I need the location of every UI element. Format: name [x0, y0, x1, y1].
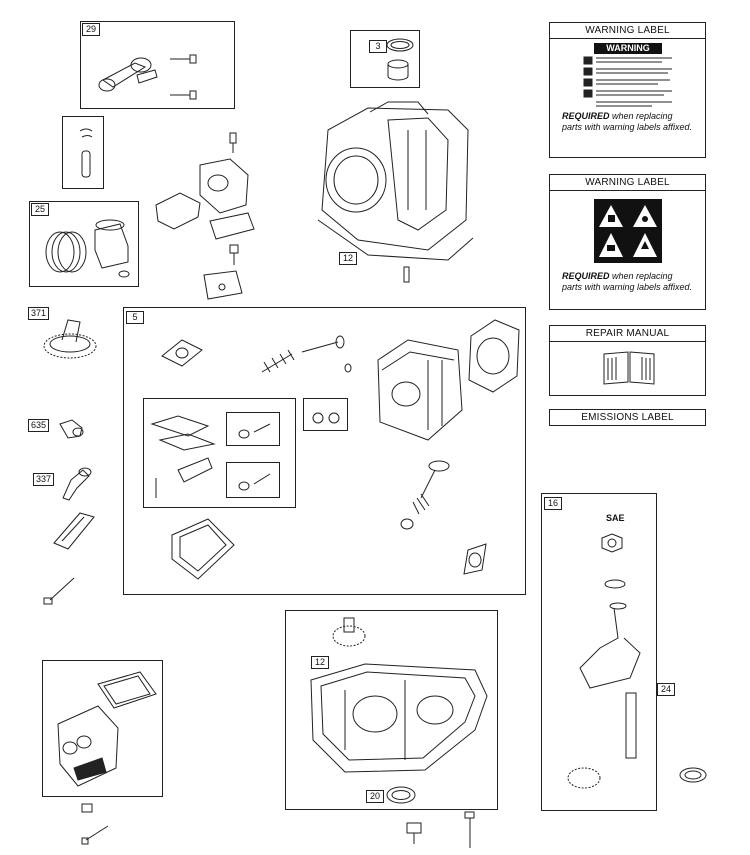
pivot-stud-drawing-a — [236, 418, 276, 442]
exhaust-valve-drawing — [395, 458, 455, 533]
callout-12-upper: 12 — [339, 252, 357, 265]
rocker-cover-gasket-drawing — [168, 515, 238, 585]
bolt-drawing — [40, 572, 80, 608]
cylinder-head-drawing — [368, 330, 468, 450]
emissions-label: EMISSIONS LABEL — [549, 409, 706, 426]
hazard-pictograms-icon — [594, 199, 662, 263]
crankcase-cover-drawing — [305, 660, 490, 780]
breather-parts-drawing — [150, 125, 260, 305]
crankshaft-standard-label: SAE — [606, 513, 625, 523]
valve-spring-drawing — [252, 332, 352, 382]
exhaust-gasket-drawing — [460, 540, 490, 580]
breather-tube-drawing — [50, 505, 100, 555]
callout-24: 24 — [657, 683, 675, 696]
group-29-box — [80, 21, 235, 109]
governor-shaft-drawing — [55, 462, 95, 502]
required-text: REQUIRED — [562, 111, 610, 121]
pivot-subgroup-box-a — [226, 412, 280, 446]
callout-371: 371 — [28, 307, 50, 320]
warning-label-1-note: REQUIRED when replacing parts with warni… — [550, 111, 705, 133]
valve-seat-drawing — [380, 34, 420, 84]
dowel-pin-drawing — [402, 266, 412, 284]
head-gasket-drawing — [465, 316, 523, 396]
crankshaft-drawing — [560, 528, 650, 798]
piston-pin-box — [62, 116, 104, 189]
required-text-2: REQUIRED — [562, 271, 610, 281]
oil-seal-part-drawing — [58, 418, 88, 440]
required-detail: when replacing parts with warning labels… — [562, 111, 693, 132]
callout-337: 337 — [33, 473, 55, 486]
connecting-rod-drawing — [95, 45, 225, 105]
emissions-label-title: EMISSIONS LABEL — [581, 412, 674, 423]
crankcase-cover-box — [285, 610, 498, 810]
rocker-arms-drawing — [148, 410, 223, 502]
callout-3: 3 — [369, 40, 387, 53]
callout-12-lower: 12 — [311, 656, 329, 669]
callout-5: 5 — [126, 311, 144, 324]
rocker-subgroup-box — [143, 398, 296, 508]
callout-635: 635 — [28, 419, 50, 432]
warning-instructions-icon — [582, 55, 676, 109]
pivot-subgroup-box-b — [226, 462, 280, 498]
valve-keeper-drawing — [310, 408, 344, 426]
warning-label-1: WARNING LABEL WARNING REQUIRED when repl… — [549, 22, 706, 158]
group-5-box — [123, 307, 526, 595]
callout-29: 29 — [82, 23, 100, 36]
repair-manual-label: REPAIR MANUAL — [549, 325, 706, 396]
rocker-cover-box — [42, 660, 163, 797]
oil-seal-drawing — [678, 765, 708, 785]
piston-pin-drawing — [70, 125, 100, 185]
callout-20: 20 — [366, 790, 384, 803]
cover-bolts-drawing — [74, 800, 114, 850]
repair-manual-title: REPAIR MANUAL — [550, 326, 705, 342]
group-25-box — [29, 201, 139, 287]
warning-label-2-title: WARNING LABEL — [550, 175, 705, 191]
rocker-cover-drawing — [48, 668, 160, 793]
group-16-box — [541, 493, 657, 811]
warning-sign-icon: WARNING — [594, 43, 662, 54]
manual-book-icon — [602, 348, 656, 388]
cam-gear-drawing — [328, 614, 370, 656]
governor-gear-drawing — [40, 312, 100, 362]
cylinder-block-drawing — [308, 90, 478, 265]
head-gasket-small-drawing — [158, 336, 206, 370]
crank-seal-drawing — [384, 784, 418, 806]
warning-label-1-title: WARNING LABEL — [550, 23, 705, 39]
callout-16: 16 — [544, 497, 562, 510]
pivot-stud-drawing-b — [236, 468, 276, 494]
cover-bolt-drawing — [460, 810, 480, 852]
group-3-box — [350, 30, 420, 88]
warning-label-2: WARNING LABEL REQUIRED when replacing pa… — [549, 174, 706, 310]
warning-label-2-note: REQUIRED when replacing parts with warni… — [550, 271, 705, 293]
required-detail-2: when replacing parts with warning labels… — [562, 271, 693, 292]
piston-rings-drawing — [40, 210, 135, 282]
valve-keeper-box — [303, 398, 348, 431]
callout-25: 25 — [31, 203, 49, 216]
drain-plug-drawing — [400, 818, 430, 848]
